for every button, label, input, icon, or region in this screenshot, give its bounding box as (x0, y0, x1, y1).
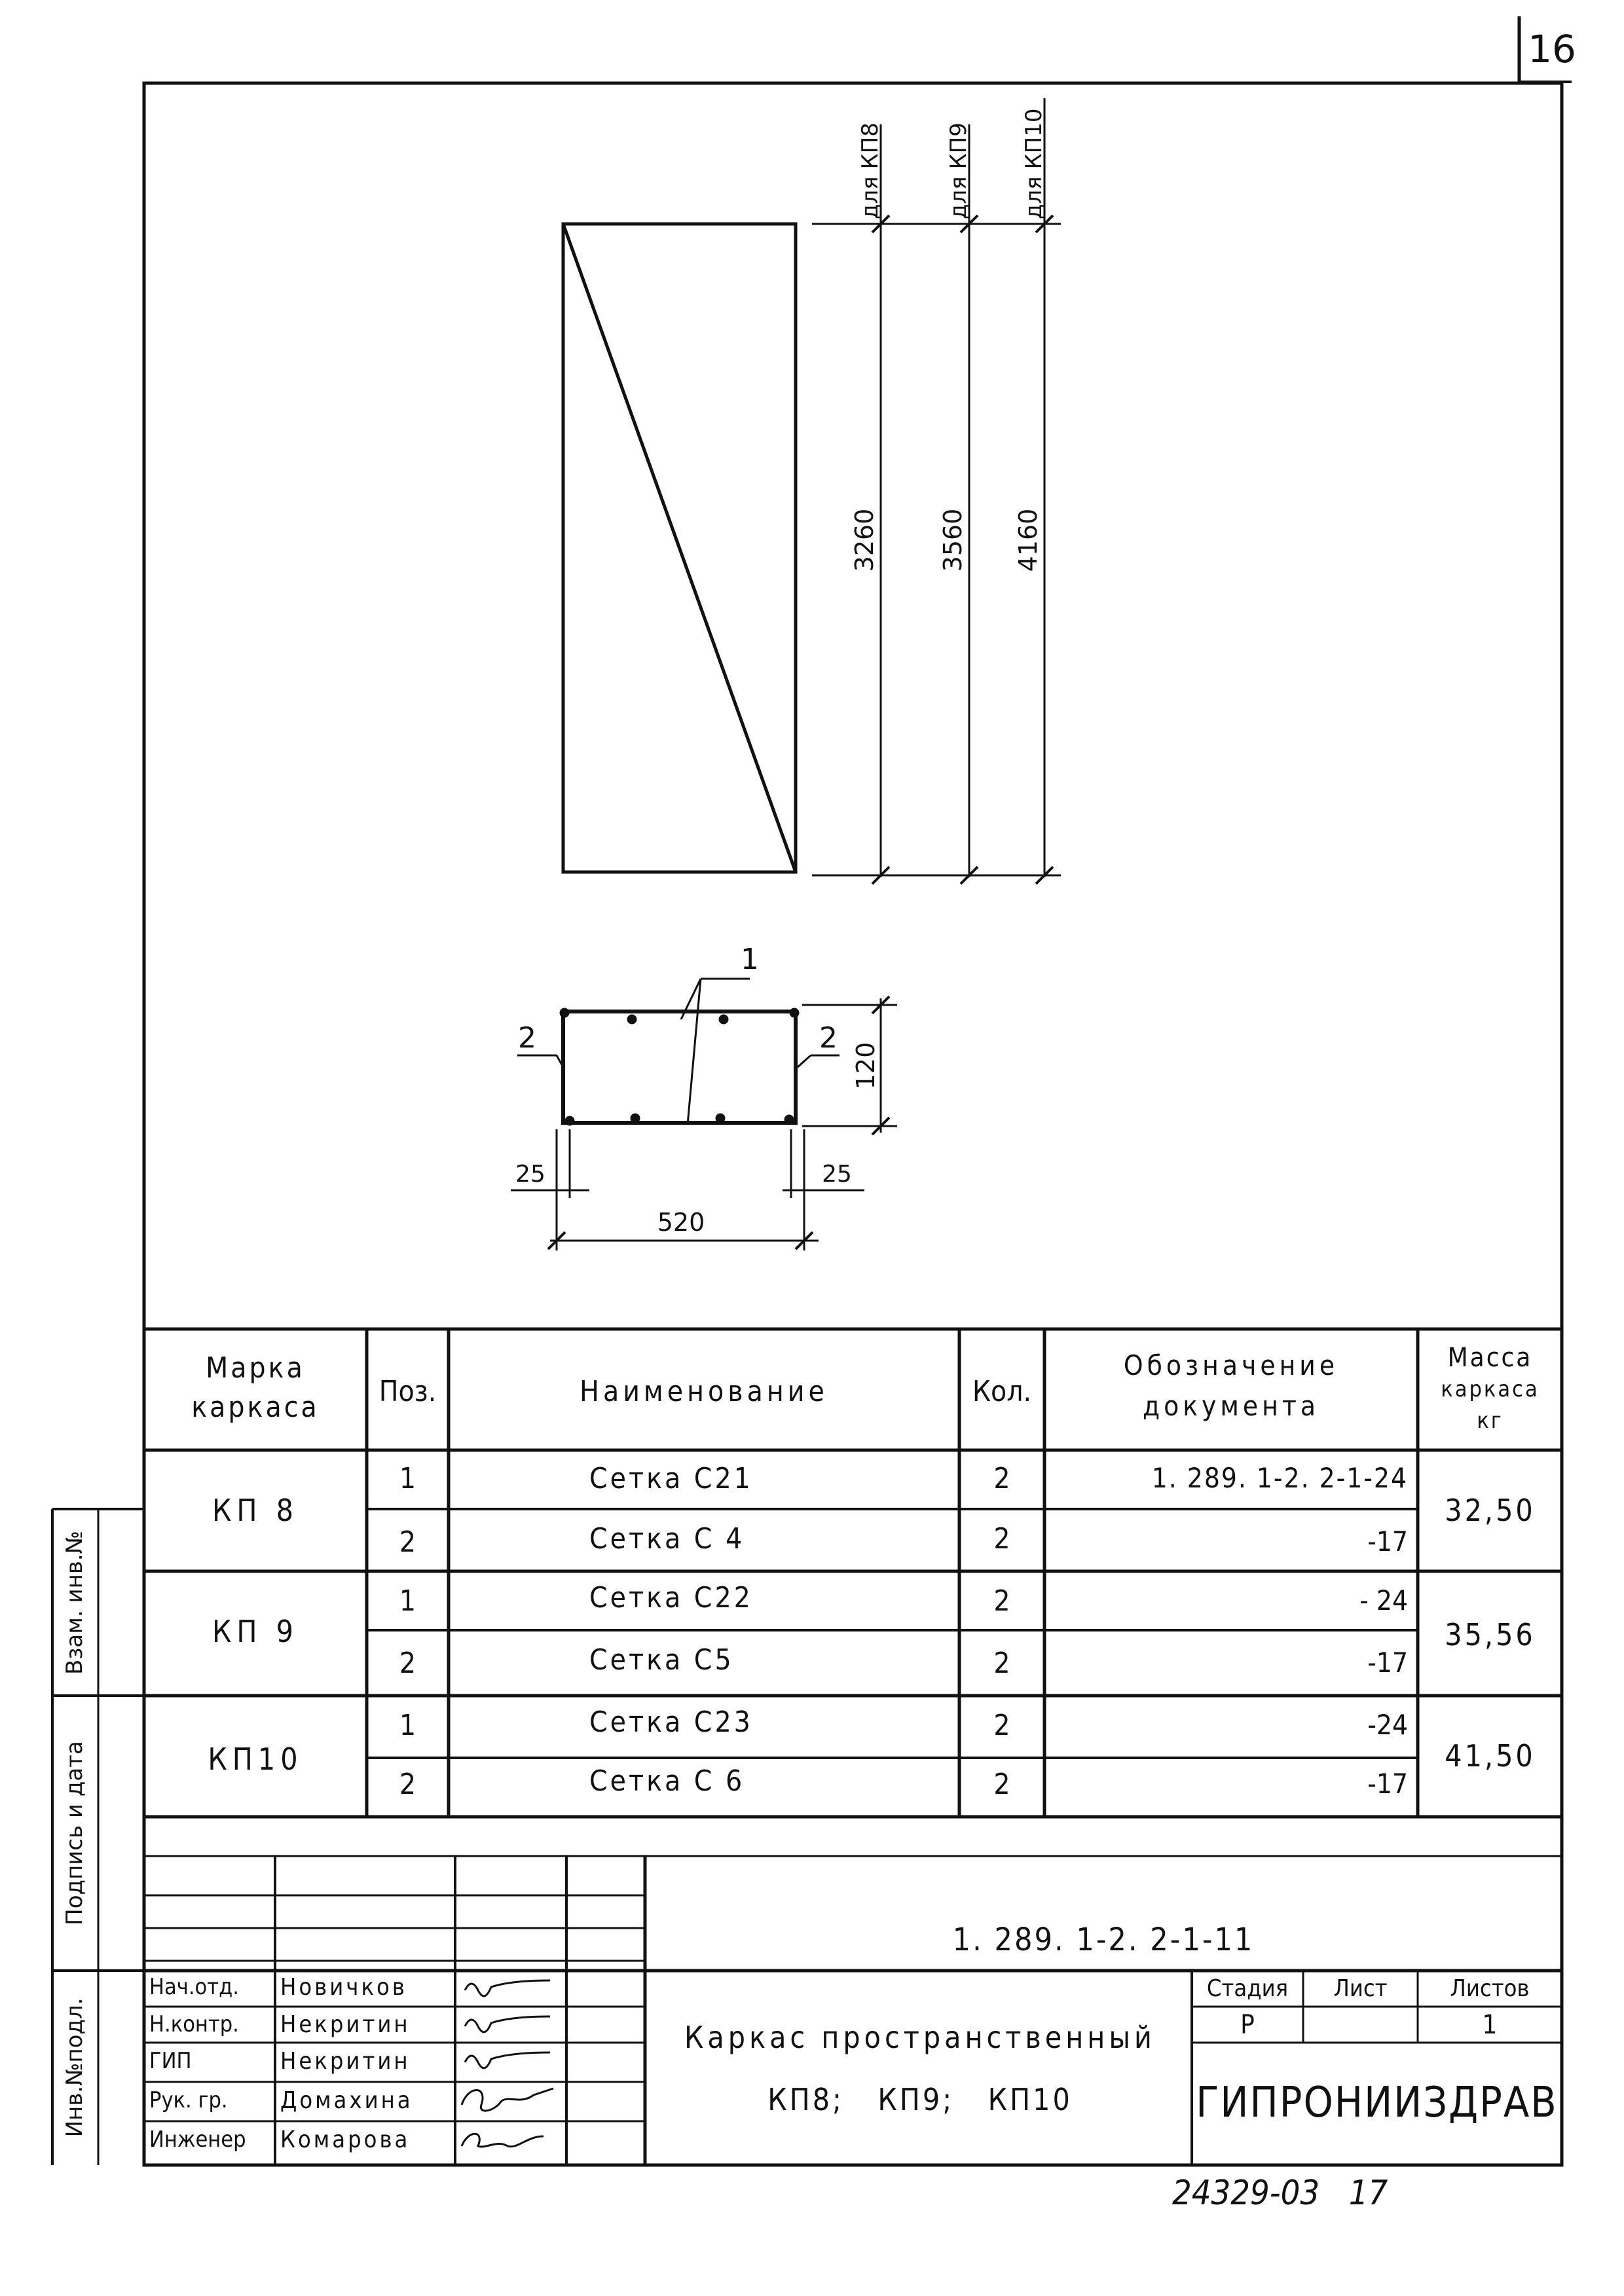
row-qty: 2 (993, 1768, 1010, 1801)
header-qty: Кол. (972, 1375, 1032, 1408)
row-qty: 2 (993, 1522, 1010, 1556)
row-pos: 2 (399, 1768, 416, 1801)
row-name: Сетка С5 (589, 1643, 734, 1677)
page-number: 16 (1528, 27, 1576, 71)
spec-table-grid (144, 1327, 1562, 1819)
header-mass-line2: каркаса (1441, 1376, 1540, 1402)
stage-label: Стадия (1206, 1975, 1289, 2002)
row-name: Сетка С 4 (589, 1522, 745, 1556)
row-qty: 2 (993, 1709, 1010, 1742)
header-mass: Масса каркаса кг (1420, 1342, 1560, 1436)
row-doc: -24 (1367, 1709, 1408, 1741)
signature-role: Рук. гр. (149, 2087, 228, 2113)
row-doc: 1. 289. 1-2. 2-1-24 (1151, 1462, 1408, 1494)
header-pos: Поз. (378, 1375, 437, 1408)
elevation-view (561, 98, 1061, 885)
callout-2-right: 2 (819, 1021, 838, 1055)
dim-120: 120 (851, 1042, 880, 1090)
group-mark: КП 9 (212, 1614, 299, 1649)
row-name: Сетка С22 (589, 1581, 753, 1614)
row-doc: -17 (1367, 1768, 1408, 1800)
signature-name: Некритин (280, 2011, 411, 2038)
header-mark: Марка каркаса (147, 1349, 363, 1427)
signature-role: Н.контр. (149, 2011, 239, 2037)
signature-name: Домахина (280, 2087, 413, 2114)
signature-name: Новичков (280, 1974, 407, 2001)
row-pos: 1 (399, 1462, 416, 1495)
group-mark: КП 8 (212, 1493, 299, 1528)
group-mass: 32,50 (1445, 1493, 1536, 1528)
title-line-2: КП8; КП9; КП10 (767, 2082, 1073, 2117)
footer-archive-number: 24329-03 17 (1172, 2174, 1388, 2213)
header-doc-line1: Обозначение (1123, 1349, 1339, 1381)
signature-role: Нач.отд. (149, 1974, 239, 2000)
signature-name: Комарова (280, 2126, 411, 2153)
organization-name: ГИПРОНИИЗДРАВ (1196, 2079, 1558, 2127)
dim-25-left: 25 (515, 1161, 545, 1188)
callout-1: 1 (741, 943, 759, 976)
header-mark-line1: Марка (206, 1351, 305, 1385)
cross-section (511, 977, 897, 1250)
dim-label-kp8: для КП8 (857, 122, 883, 219)
row-qty: 2 (993, 1647, 1010, 1680)
header-doc-line2: документа (1142, 1390, 1320, 1422)
group-mass: 41,50 (1445, 1738, 1536, 1774)
title-block-grid (144, 1855, 1562, 2165)
height-4160: 4160 (1014, 509, 1043, 572)
margin-label-podpis: Подпись и дата (62, 1741, 88, 1925)
signature-role: Инженер (149, 2126, 246, 2153)
row-name: Сетка С 6 (589, 1764, 745, 1798)
row-doc: -17 (1367, 1525, 1408, 1558)
dim-label-kp9: для КП9 (946, 122, 972, 219)
row-qty: 2 (993, 1462, 1010, 1495)
title-line-1: Каркас пространственный (684, 2020, 1156, 2055)
signature-role: ГИП (149, 2048, 192, 2074)
stage-value: Р (1240, 2010, 1255, 2040)
row-pos: 2 (399, 1525, 416, 1559)
document-code: 1. 289. 1-2. 2-1-11 (952, 1922, 1255, 1958)
callout-2-left: 2 (518, 1021, 536, 1055)
header-doc: Обозначение документа (1048, 1345, 1414, 1427)
group-mass: 35,56 (1445, 1617, 1536, 1652)
margin-label-inv: Инв.№подл. (62, 1998, 88, 2138)
header-mass-line1: Масса (1447, 1343, 1533, 1373)
drawing-frame (142, 81, 1564, 2167)
sheets-value: 1 (1482, 2010, 1498, 2040)
row-name: Сетка С21 (589, 1462, 753, 1495)
header-name: Наименование (580, 1375, 828, 1408)
row-name: Сетка С23 (589, 1705, 753, 1739)
height-3260: 3260 (850, 509, 879, 572)
signature-marks (460, 1979, 554, 2148)
row-doc: - 24 (1359, 1584, 1408, 1616)
dim-label-kp10: для КП10 (1021, 109, 1047, 219)
header-mass-line3: кг (1477, 1408, 1504, 1434)
group-mark: КП10 (208, 1741, 303, 1777)
row-pos: 2 (399, 1647, 416, 1680)
dim-25-right: 25 (822, 1161, 852, 1188)
row-pos: 1 (399, 1709, 416, 1742)
sheet-label: Лист (1333, 1975, 1388, 2002)
margin-label-vzam: Взам. инв.№ (62, 1531, 88, 1675)
sheets-label: Листов (1450, 1975, 1530, 2002)
left-margin-frame (51, 1508, 144, 2165)
dim-520: 520 (657, 1208, 705, 1237)
row-pos: 1 (399, 1584, 416, 1618)
signature-name: Некритин (280, 2048, 411, 2075)
height-3560: 3560 (938, 509, 967, 572)
header-mark-line2: каркаса (191, 1391, 320, 1424)
row-qty: 2 (993, 1584, 1010, 1618)
row-doc: -17 (1367, 1647, 1408, 1679)
